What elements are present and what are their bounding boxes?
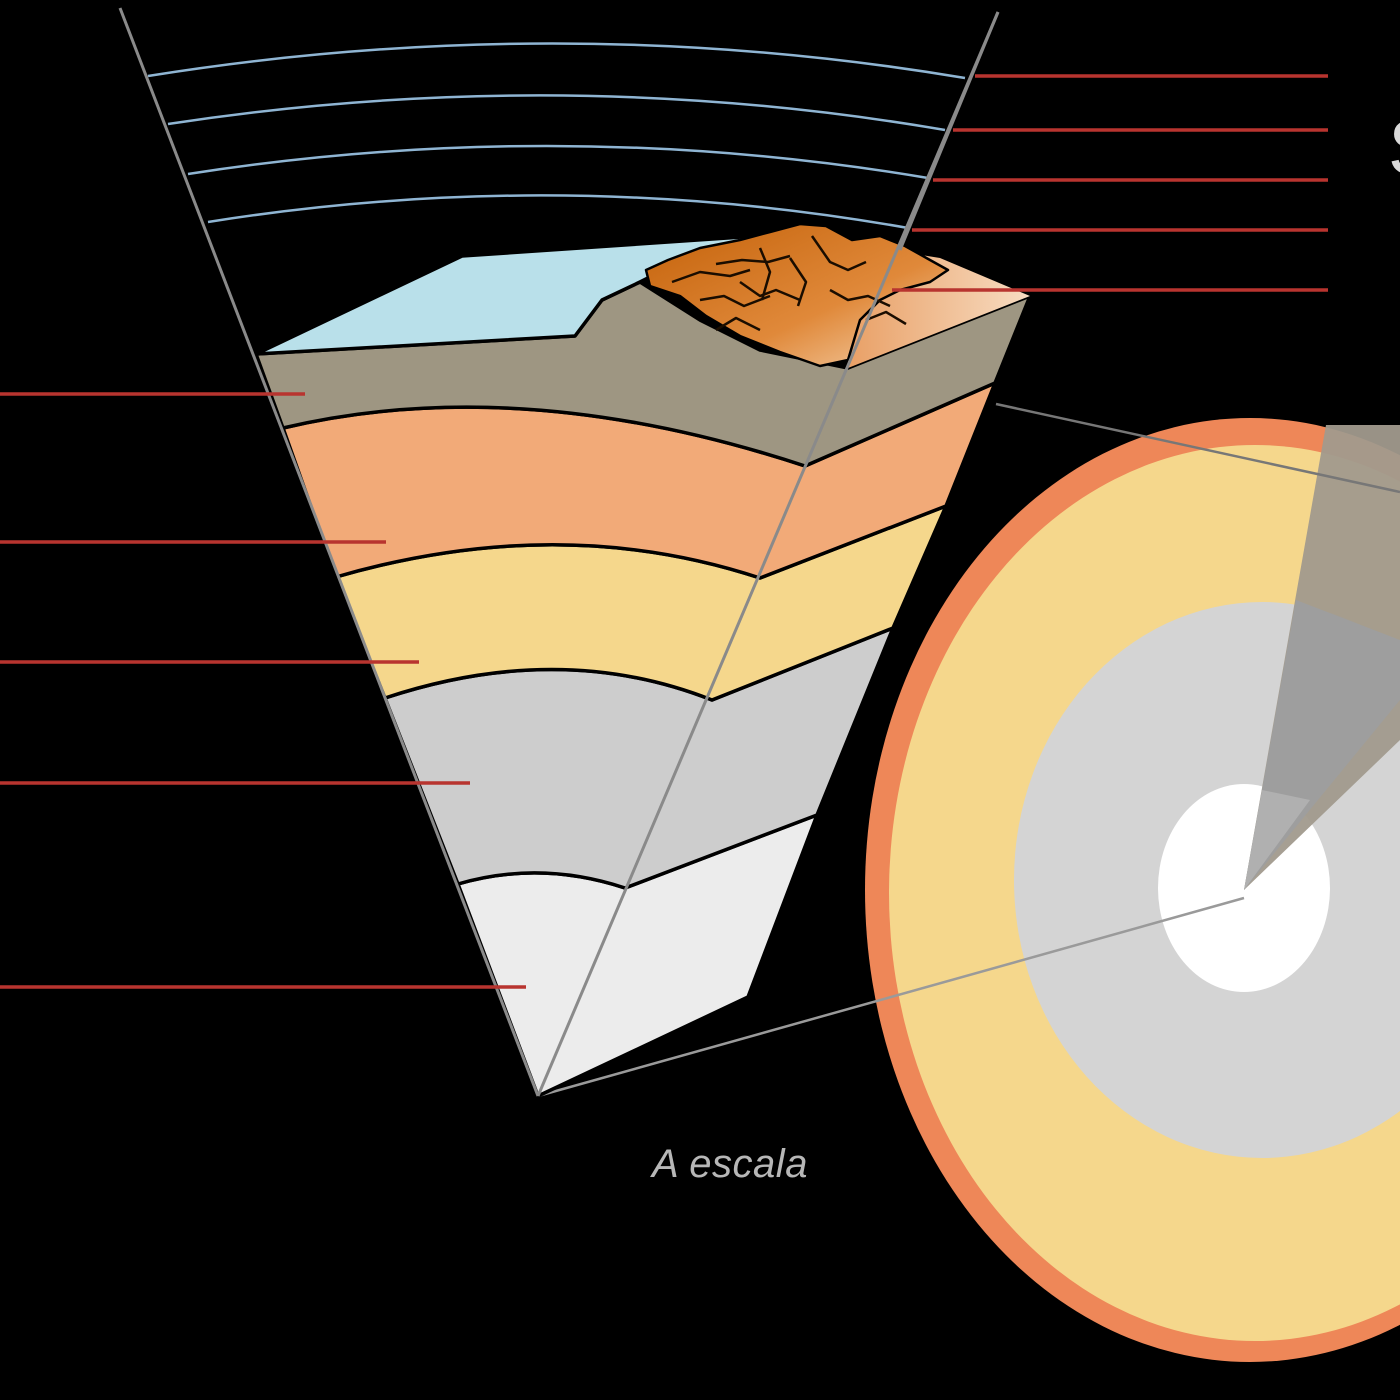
- cone-edge-left: [118, 7, 540, 1097]
- connector-line-bottom: [537, 896, 1245, 1098]
- atmosphere-line-2: [167, 94, 946, 132]
- atmosphere-line-4: [207, 194, 909, 230]
- earth-disc: [865, 418, 1400, 1362]
- leader-lines: [0, 74, 1328, 989]
- continent-surface: [644, 222, 950, 368]
- layer-wedge: [254, 222, 1032, 1098]
- atmosphere-lines: [147, 42, 966, 230]
- atmosphere-line-1: [147, 42, 966, 80]
- scale-caption: A escala: [652, 1142, 808, 1186]
- mountain-ridges: [671, 235, 907, 332]
- disc-wedge-inner: [1244, 790, 1310, 890]
- cone-edge-right: [536, 11, 1000, 1097]
- connector-line-top: [995, 402, 1400, 494]
- cropped-title-glyph: S: [1388, 108, 1400, 186]
- cone-edge-right-outer: [898, 11, 1000, 251]
- atmosphere-line-3: [187, 144, 929, 180]
